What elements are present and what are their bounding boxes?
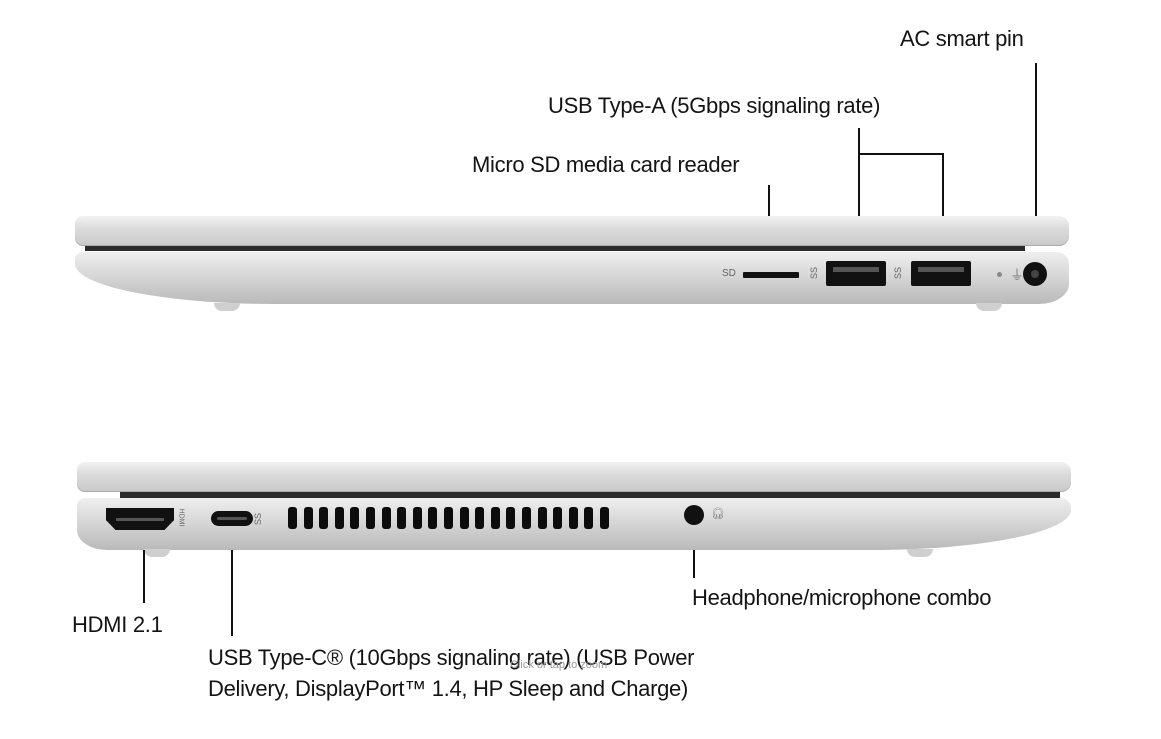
usb-c-ss-marking: SS <box>253 512 264 526</box>
sd-marking: SD <box>722 268 736 279</box>
vent-slot <box>381 507 391 529</box>
vent-slot <box>584 507 594 529</box>
vent-slot <box>350 507 360 529</box>
power-plug-icon: ⏚ <box>1010 267 1024 283</box>
charge-led-icon <box>997 272 1002 277</box>
vent-slot <box>568 507 578 529</box>
callout-usb-type-c <box>231 550 233 636</box>
cooling-vents <box>288 507 612 529</box>
hinge-gap-right <box>85 246 1025 251</box>
base-right <box>75 252 1069 304</box>
vent-slot <box>553 507 563 529</box>
callout-usb-a-bracket <box>858 153 944 155</box>
vent-slot <box>334 507 344 529</box>
lid-left <box>77 462 1071 492</box>
vent-slot <box>397 507 407 529</box>
callout-ac-smart-pin <box>1035 63 1037 216</box>
vent-slot <box>412 507 422 529</box>
callout-usb-a-leg <box>942 153 944 216</box>
label-ac-smart-pin: AC smart pin <box>900 26 1024 51</box>
zoom-hint[interactable]: Click or tap to zoom <box>510 659 608 671</box>
vent-slot <box>600 507 609 529</box>
vent-slot <box>490 507 500 529</box>
label-micro-sd: Micro SD media card reader <box>472 152 740 177</box>
foot <box>976 303 1002 311</box>
callout-headphone <box>693 550 695 578</box>
foot <box>214 303 240 311</box>
usb-type-a-port-2 <box>911 261 971 286</box>
label-usb-type-c-line1: USB Type-C® (10Gbps signaling rate) (USB… <box>208 645 695 670</box>
label-usb-type-a: USB Type-A (5Gbps signaling rate) <box>548 93 881 118</box>
headphone-jack <box>684 505 704 525</box>
hinge-gap-left <box>120 492 1060 498</box>
usb-ss-marking: SS <box>893 266 904 280</box>
vent-slot <box>444 507 453 529</box>
vent-slot <box>475 507 485 529</box>
vent-slot <box>319 507 329 529</box>
label-headphone-combo: Headphone/microphone combo <box>692 585 992 610</box>
label-usb-type-c-line2: Delivery, DisplayPort™ 1.4, HP Sleep and… <box>208 676 689 701</box>
hdmi-marking: HDMI <box>177 508 185 527</box>
callout-micro-sd <box>768 185 770 216</box>
hdmi-port <box>106 508 174 530</box>
usb-type-a-port-1 <box>826 261 886 286</box>
usb-type-c-port <box>211 511 253 526</box>
foot <box>907 549 933 557</box>
micro-sd-slot <box>743 272 799 278</box>
callout-hdmi <box>143 550 145 603</box>
vent-slot <box>428 507 438 529</box>
vent-slot <box>288 507 297 529</box>
usb-ss-marking: SS <box>809 266 820 280</box>
vent-slot <box>537 507 547 529</box>
callout-usb-a-stem <box>858 128 860 216</box>
headphone-icon: 🎧︎ <box>711 508 725 520</box>
ac-smart-pin-port <box>1023 262 1047 286</box>
vent-slot <box>366 507 375 529</box>
vent-slot <box>303 507 313 529</box>
vent-slot <box>459 507 469 529</box>
vent-slot <box>522 507 531 529</box>
label-hdmi: HDMI 2.1 <box>72 612 163 637</box>
foot <box>144 549 170 557</box>
vent-slot <box>506 507 516 529</box>
lid-right <box>75 216 1069 246</box>
